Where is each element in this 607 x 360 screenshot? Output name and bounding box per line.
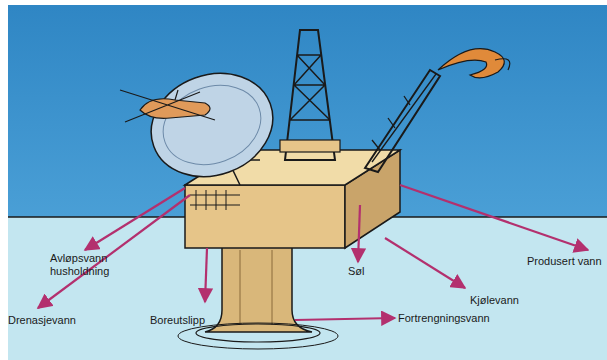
- flame-tail: [495, 59, 510, 70]
- helideck: [137, 57, 288, 193]
- deck-windows: [190, 190, 240, 210]
- helicopter-rotor: [120, 90, 215, 122]
- discharge-arrow: [38, 195, 190, 308]
- water-ripple: [178, 323, 338, 349]
- drill-floor: [280, 140, 340, 152]
- water-ripple: [196, 324, 320, 342]
- deck-front: [185, 185, 345, 248]
- sky: [8, 5, 607, 217]
- discharge-arrow: [295, 318, 395, 320]
- flare-boom: [365, 70, 440, 172]
- discharge-label: Produsert vann: [527, 255, 607, 268]
- flare-flame: [438, 49, 504, 78]
- discharge-label: Søl: [348, 265, 408, 278]
- discharge-arrow: [385, 238, 465, 288]
- discharge-arrows: [38, 185, 588, 320]
- discharge-arrow: [85, 188, 185, 250]
- discharge-arrow: [400, 185, 588, 250]
- discharge-label: Boreutslipp: [150, 314, 260, 327]
- discharge-label: Avløpsvann husholdning: [50, 252, 130, 278]
- discharge-label: Drenasjevann: [8, 314, 118, 327]
- helideck-ring: [152, 72, 272, 178]
- discharge-arrow: [358, 205, 360, 262]
- column-shading: [240, 250, 272, 325]
- derrick-lattice: [288, 55, 332, 145]
- discharge-arrow: [205, 248, 207, 302]
- discharge-label: Fortrengningsvann: [398, 312, 528, 325]
- boom-lattice: [372, 74, 436, 162]
- discharge-label: Kjølevann: [470, 294, 560, 307]
